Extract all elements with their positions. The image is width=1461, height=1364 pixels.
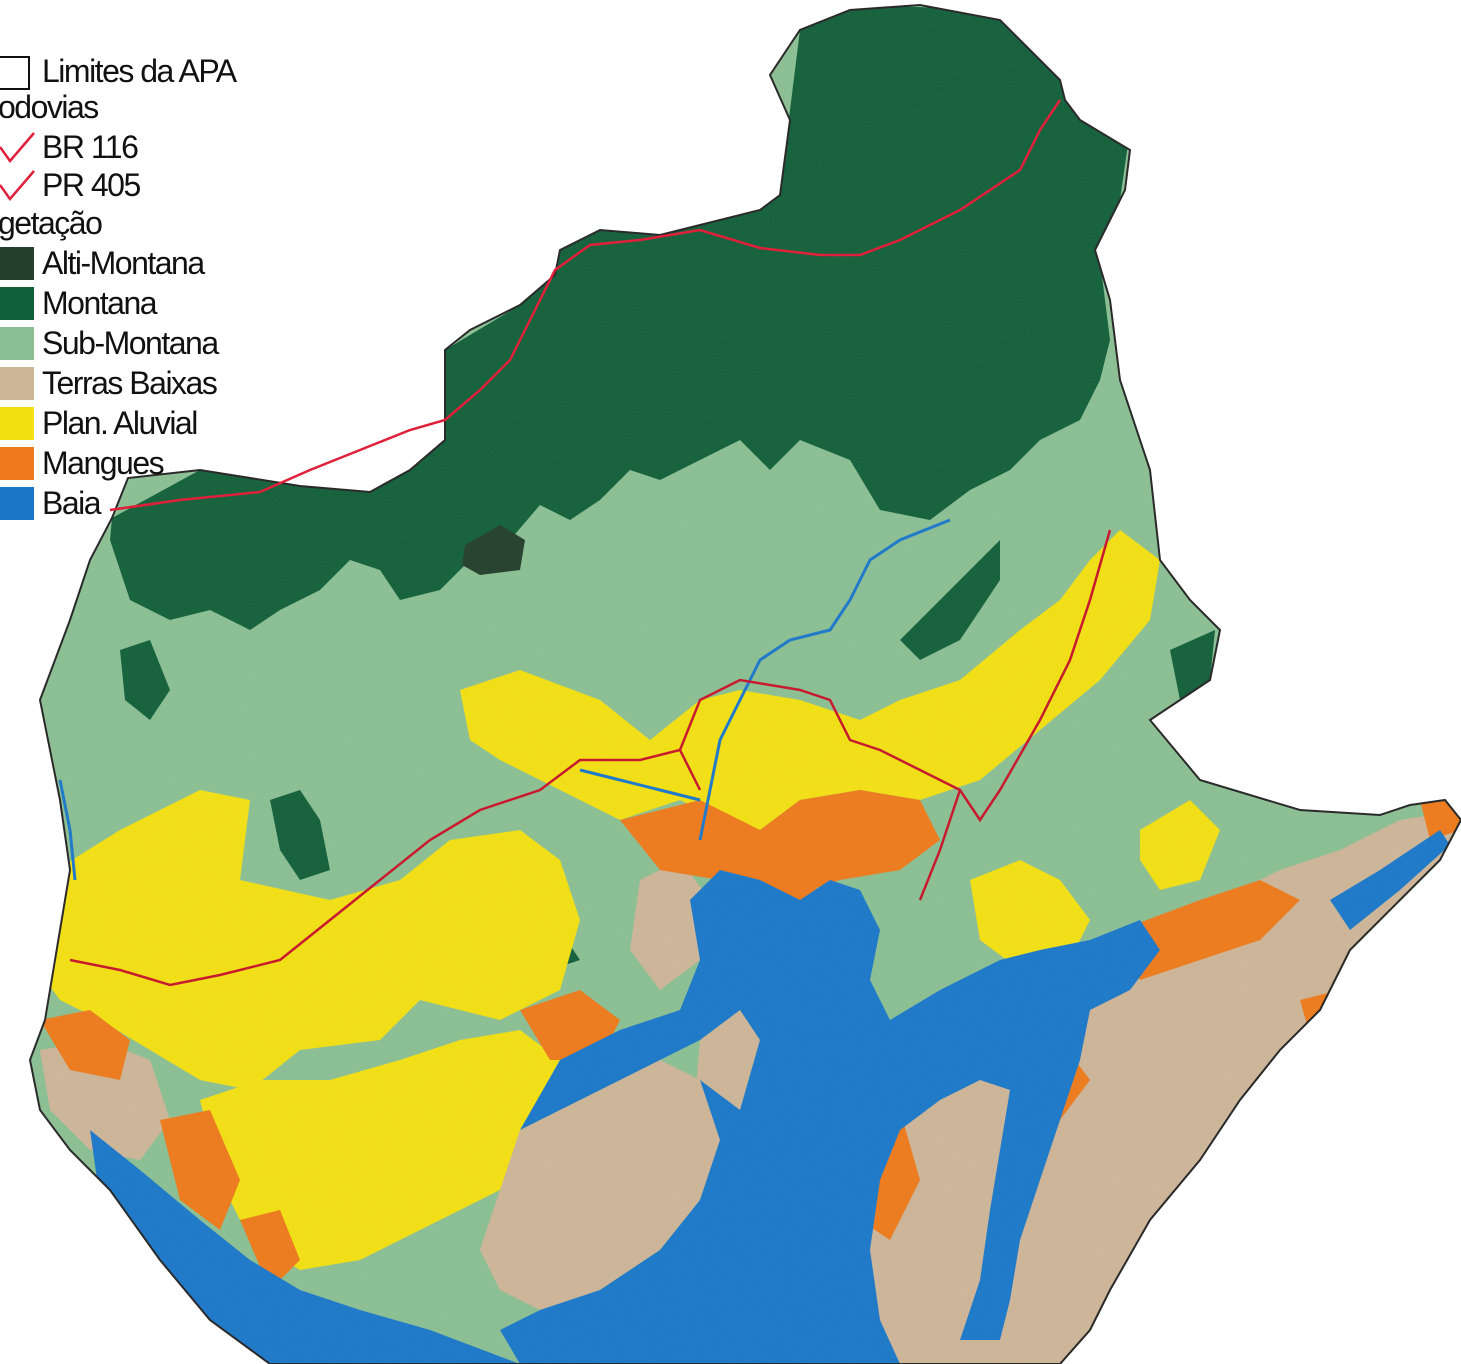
- legend-item-pr405: PR 405: [0, 167, 141, 203]
- legend-label-plan-aluvial: Plan. Aluvial: [42, 405, 198, 441]
- legend-item-alti-montana: Alti-Montana: [0, 245, 205, 281]
- swatch-montana: [0, 287, 34, 320]
- legend-heading-roads: odovias: [0, 89, 99, 125]
- legend-label-baia: Baia: [42, 485, 102, 521]
- boundary-swatch: [0, 56, 30, 90]
- legend-item-mangues: Mangues: [0, 445, 165, 481]
- swatch-mangues: [0, 447, 34, 480]
- swatch-plan-aluvial: [0, 407, 34, 440]
- legend-item-boundary: Limites da APA: [0, 53, 237, 90]
- legend-item-baia: Baia: [0, 485, 102, 521]
- legend-item-plan-aluvial: Plan. Aluvial: [0, 405, 198, 441]
- swatch-sub-montana: [0, 327, 34, 360]
- legend-label-alti-montana: Alti-Montana: [42, 245, 205, 281]
- road-br-116: [109, 99, 1062, 512]
- map-legend: Limites da APA odovias BR 116 PR 405 get…: [0, 0, 300, 530]
- road-line-icon: [0, 170, 35, 202]
- swatch-baia: [0, 487, 34, 520]
- legend-item-br116: BR 116: [0, 129, 139, 165]
- swatch-alti-montana: [0, 247, 34, 280]
- legend-label-sub-montana: Sub-Montana: [42, 325, 219, 361]
- legend-label-terras-baixas: Terras Baixas: [42, 365, 218, 401]
- legend-label-pr405: PR 405: [42, 167, 141, 203]
- legend-label-br116: BR 116: [42, 129, 139, 165]
- legend-label-montana: Montana: [42, 285, 158, 321]
- legend-item-terras-baixas: Terras Baixas: [0, 365, 218, 401]
- legend-item-sub-montana: Sub-Montana: [0, 325, 219, 361]
- legend-item-montana: Montana: [0, 285, 158, 321]
- legend-label-boundary: Limites da APA: [42, 53, 237, 89]
- road-line-icon: [0, 132, 35, 164]
- road-pr-405: [69, 529, 1112, 987]
- legend-label-mangues: Mangues: [42, 445, 165, 481]
- legend-heading-vegetation: getação: [0, 205, 103, 241]
- swatch-terras-baixas: [0, 367, 34, 400]
